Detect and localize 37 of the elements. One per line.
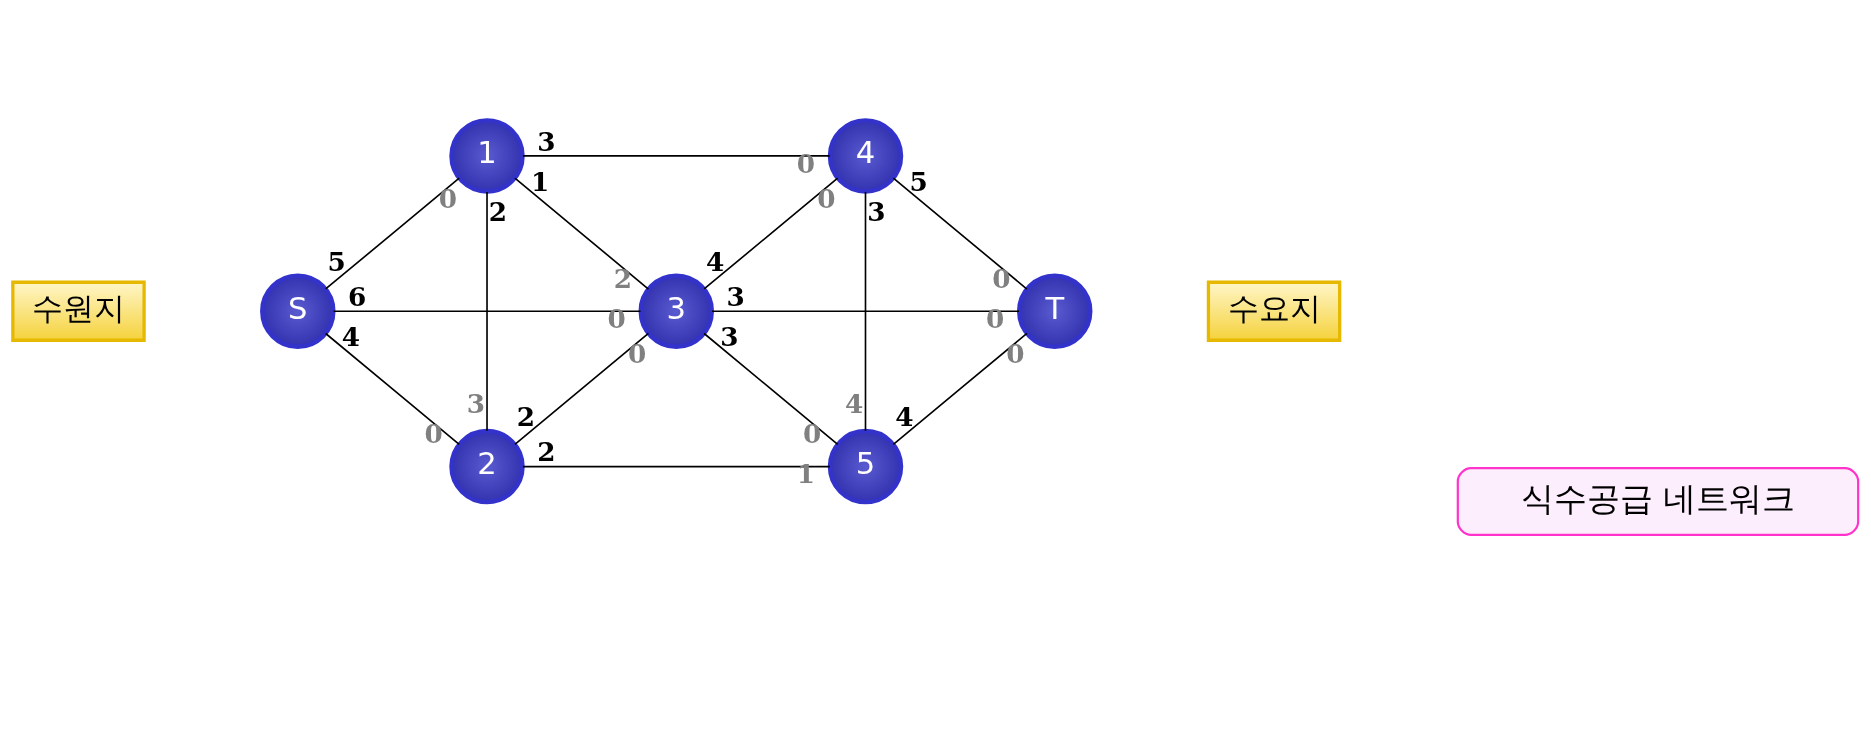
connector (711, 310, 1020, 313)
label: 1 (531, 165, 550, 197)
label: 4 (341, 320, 361, 352)
connector (522, 465, 831, 468)
node-box: 수요지 (1206, 280, 1342, 342)
connector (514, 332, 650, 446)
connector (703, 177, 839, 290)
node-circle: 2 (449, 428, 525, 505)
connector (892, 332, 1028, 446)
label: 2 (613, 263, 632, 295)
label: 3 (720, 320, 739, 352)
node-circle: S (260, 273, 336, 349)
label: 0 (424, 418, 443, 450)
connector (522, 155, 831, 157)
label: 3 (466, 387, 485, 419)
label: 0 (802, 418, 822, 450)
label: 3 (726, 280, 745, 312)
label: 2 (488, 196, 508, 228)
label: 3 (867, 196, 886, 228)
connector (486, 191, 488, 432)
connector (864, 191, 867, 432)
node-box: 식수공급 네트워크 (1456, 467, 1860, 537)
label: 5 (909, 165, 928, 197)
connector (703, 332, 839, 446)
label: 3 (537, 125, 556, 157)
label: 0 (992, 263, 1011, 295)
connector (324, 177, 460, 290)
connector (324, 332, 460, 446)
node-box: 수원지 (11, 280, 146, 342)
label: 6 (348, 280, 367, 312)
label: 2 (537, 436, 556, 468)
connector (332, 310, 642, 313)
label: 4 (845, 387, 864, 419)
connector (514, 177, 650, 290)
label: 0 (796, 147, 815, 179)
connector (892, 177, 1028, 290)
node-circle: 5 (827, 428, 904, 505)
